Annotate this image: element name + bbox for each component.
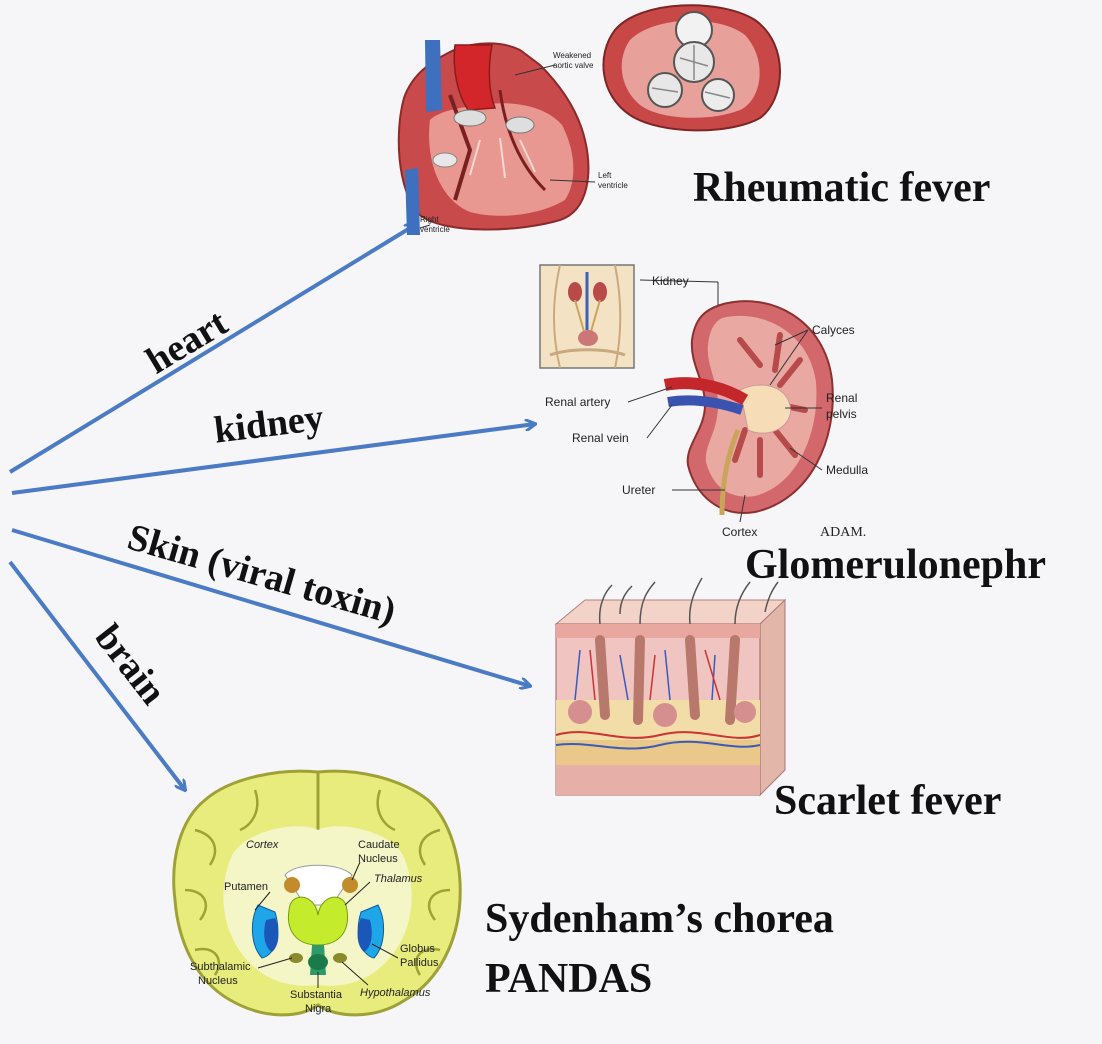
label-brain-cortex: Cortex [246, 839, 279, 851]
brain-illustration: Cortex Caudate Nucleus Putamen Thalamus … [174, 771, 460, 1015]
label-adam: ADAM. [820, 525, 866, 540]
label-ureter: Ureter [622, 483, 655, 497]
label-caudate: Caudate [358, 839, 400, 851]
label-putamen: Putamen [224, 881, 268, 893]
label-right-ventricle: ventricle [420, 225, 450, 234]
label-renal-artery: Renal artery [545, 395, 610, 409]
label-caudate-nucleus: Nucleus [358, 853, 398, 865]
label-nigra: Nigra [305, 1003, 332, 1015]
label-substantia: Substantia [290, 989, 343, 1001]
label-aortic-valve: aortic valve [553, 61, 594, 70]
label-globus: Globus [400, 943, 435, 955]
label-hypothalamus: Hypothalamus [360, 987, 431, 999]
caption-sydenhams-chorea: Sydenham’s chorea [485, 898, 834, 940]
caption-rheumatic-fever: Rheumatic fever [693, 167, 990, 209]
label-calyces: Calyces [812, 323, 855, 337]
label-weakened: Weakened [553, 51, 591, 60]
caption-glomerulonephritis: Glomerulonephr [745, 544, 1046, 586]
label-left: Left [598, 171, 612, 180]
label-renal-vein: Renal vein [572, 431, 629, 445]
label-renal: Renal [826, 391, 857, 405]
label-thalamus: Thalamus [374, 873, 423, 885]
skin-illustration [556, 578, 785, 795]
label-pallidus: Pallidus [400, 957, 439, 969]
kidney-illustration: Kidney Calyces Renal artery Renal vein R… [540, 265, 868, 540]
label-pelvis: pelvis [826, 407, 857, 421]
label-subthalamic-nucleus: Nucleus [198, 975, 238, 987]
label-right: Right [420, 215, 439, 224]
label-cortex: Cortex [722, 525, 757, 539]
caption-scarlet-fever: Scarlet fever [774, 780, 1001, 822]
label-subthalamic: Subthalamic [190, 961, 251, 973]
label-kidney: Kidney [652, 274, 689, 288]
label-left-ventricle: ventricle [598, 181, 628, 190]
caption-pandas: PANDAS [485, 958, 652, 1000]
label-medulla: Medulla [826, 463, 868, 477]
